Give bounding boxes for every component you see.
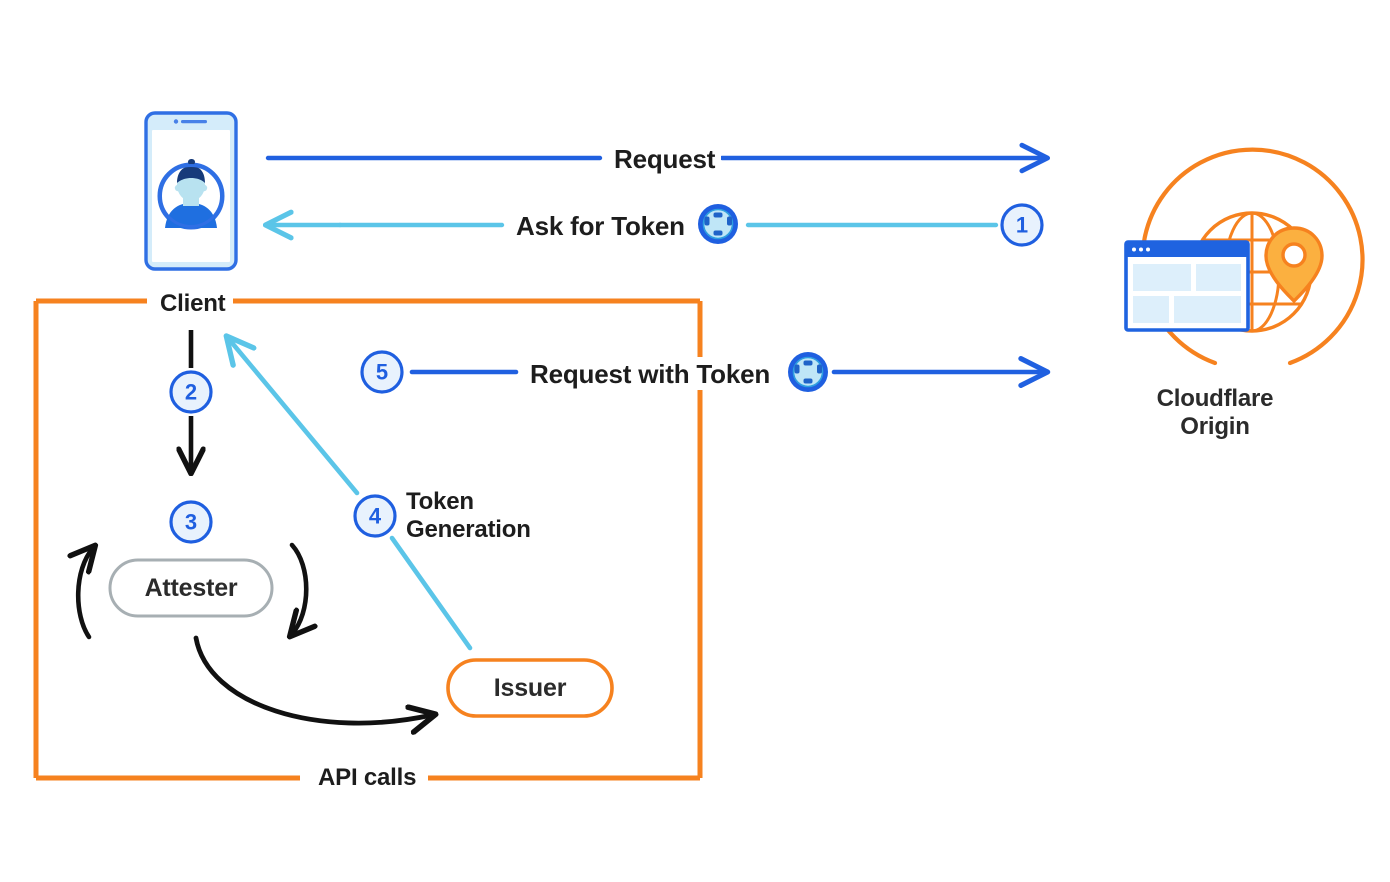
issuer-node-label[interactable]: Issuer: [493, 673, 567, 702]
location-pin-icon: [1264, 226, 1324, 304]
attester-node-label[interactable]: Attester: [144, 573, 238, 602]
step-badge-2-label: 2: [185, 380, 197, 405]
node-label-cloudflare-origin: Cloudflare Origin: [1105, 385, 1325, 442]
step-badge-4[interactable]: 4: [353, 494, 397, 538]
edge-attester-issuer-curve: [193, 635, 432, 723]
api-calls-group-box: [33, 298, 703, 781]
origin-label-line2: Origin: [1180, 413, 1250, 441]
edge-label-ask-for-token: Ask for Token: [510, 211, 691, 242]
step-badge-1-label: 1: [1016, 213, 1028, 238]
node-label-client: Client: [152, 290, 234, 319]
edge-label-token-generation: Token Generation: [403, 488, 534, 545]
issuer-node[interactable]: [446, 658, 614, 718]
token-icon-request-with-token: [788, 352, 828, 392]
cloudflare-origin-icon: [1124, 147, 1365, 366]
step-badge-4-label: 4: [369, 504, 382, 529]
origin-label-line1: Cloudflare: [1156, 385, 1274, 412]
edge-attester-to-issuer: [193, 635, 432, 723]
edge-attester-loop: [78, 545, 306, 637]
edge-token-generation: [223, 333, 473, 651]
edge-token-gen-upper: [223, 333, 360, 496]
token-generation-line2: Generation: [406, 516, 531, 544]
step-badge-5-label: 5: [376, 360, 388, 385]
edge-label-request: Request: [608, 144, 722, 175]
step-badge-1[interactable]: 1: [1000, 203, 1044, 247]
step-badge-2[interactable]: 2: [169, 370, 213, 414]
step-badge-3-label: 3: [185, 510, 197, 535]
step-badge-3[interactable]: 3: [169, 500, 213, 544]
step-badge-5[interactable]: 5: [360, 350, 404, 394]
edge-label-request-with-token: Request with Token: [524, 359, 777, 390]
client-phone-icon: [144, 111, 238, 271]
attester-node[interactable]: [108, 558, 274, 618]
edge-token-gen-lower: [389, 535, 473, 651]
edge-attester-loop-right: [292, 542, 306, 634]
token-icon-ask-for-token: [698, 204, 738, 244]
group-box-label-api-calls: API calls: [308, 764, 427, 793]
browser-window-icon: [1124, 240, 1250, 332]
token-generation-line1: Token: [406, 488, 474, 515]
edge-attester-loop-left: [78, 548, 93, 640]
